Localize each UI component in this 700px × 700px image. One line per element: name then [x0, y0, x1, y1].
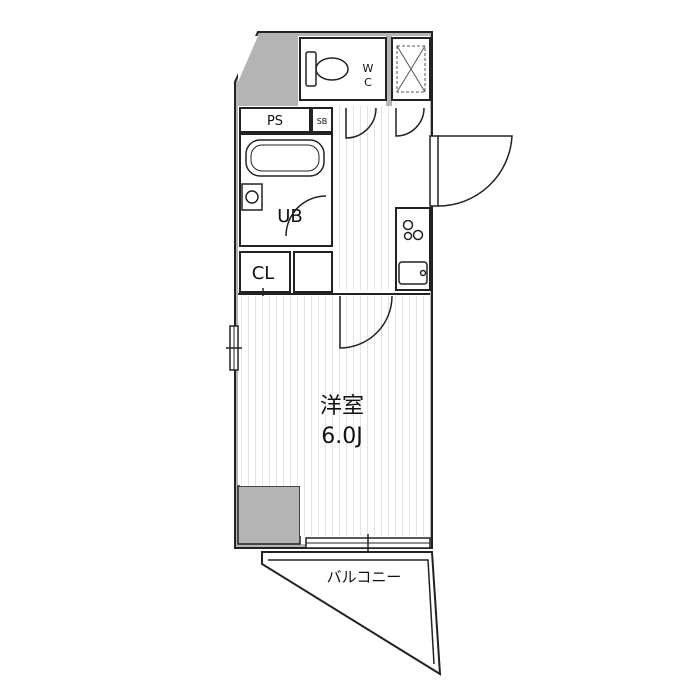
sb-box [311, 107, 333, 133]
sb-label: SB [317, 117, 328, 126]
kitchen-sink-icon [398, 261, 428, 285]
balcony-window [305, 534, 431, 552]
corridor-floor [334, 106, 394, 290]
ps-box [239, 107, 311, 133]
bath-sink-bowl [245, 190, 259, 204]
western-room-floor [300, 296, 430, 536]
storage-box [391, 37, 431, 101]
left-window [226, 325, 242, 371]
stove-icon [402, 219, 424, 241]
wall-column [386, 36, 392, 106]
balcony-label: バルコニー [327, 568, 402, 586]
room-door-arc [339, 295, 393, 349]
door-arc-wc [345, 107, 377, 139]
room-size-label: 6.0J [321, 424, 362, 449]
ps-label: PS [267, 114, 283, 129]
balcony [261, 551, 442, 676]
bathtub-inner [250, 144, 320, 172]
wc-label-w: W [363, 62, 374, 75]
wc-label-c: C [364, 76, 372, 89]
toilet-fixture [305, 51, 349, 87]
room-name-label: 洋室 [320, 394, 364, 419]
shoe-storage [293, 251, 333, 293]
entrance-door [429, 135, 513, 207]
balcony-inner-rail [268, 559, 435, 665]
bathtub [245, 139, 325, 177]
door-arc-storage [395, 107, 425, 137]
bath-door-arc [285, 195, 327, 237]
cl-label: CL [252, 263, 275, 284]
entrance-floor [394, 140, 430, 206]
wall-block-bottom-left [237, 485, 301, 545]
closet [239, 251, 291, 293]
wall-block-top-left [238, 36, 298, 106]
western-room-floor-left [240, 296, 300, 486]
ub-label: UB [277, 206, 303, 227]
